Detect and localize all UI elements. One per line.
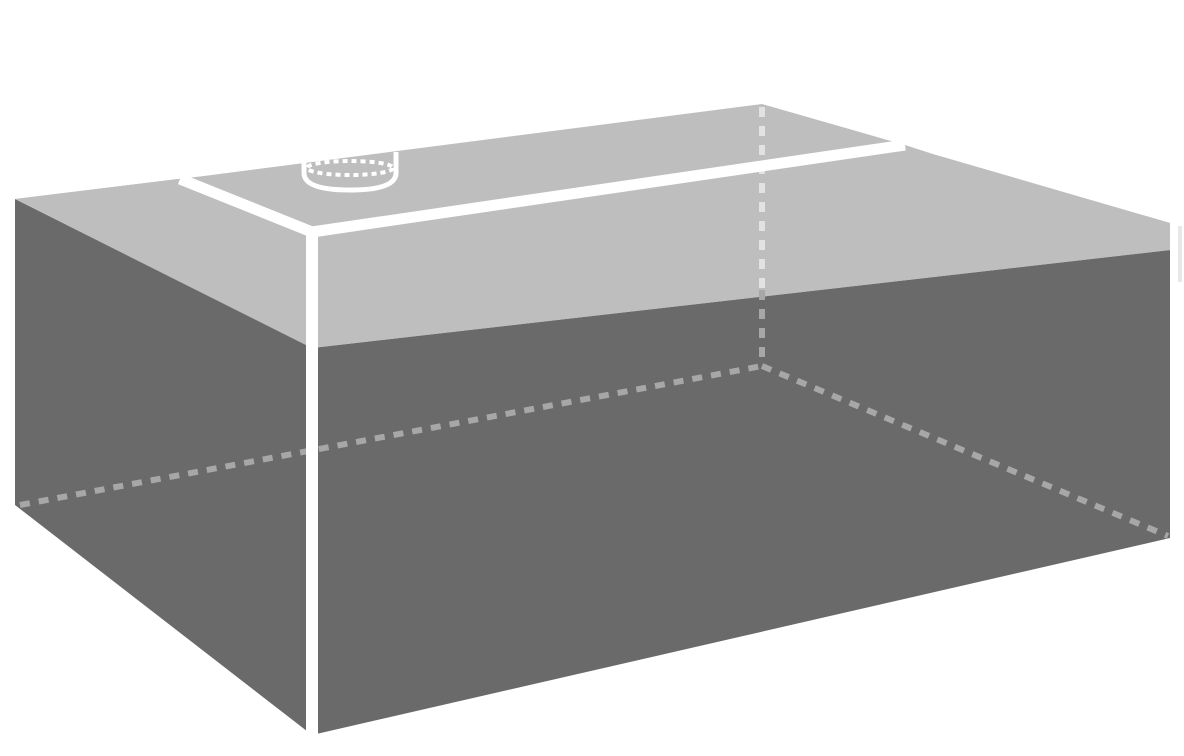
box-left-face <box>15 199 312 735</box>
box-lid-front-band <box>312 155 1170 348</box>
box-lid-left-band <box>15 179 312 348</box>
hidden-edge-bottom-left <box>19 363 763 508</box>
hidden-edge-bottom-right <box>760 363 1170 539</box>
opening-icon <box>301 152 399 193</box>
box-front-face <box>312 250 1170 735</box>
lid-seam-front <box>311 139 906 238</box>
lid-seam-left <box>177 173 315 238</box>
